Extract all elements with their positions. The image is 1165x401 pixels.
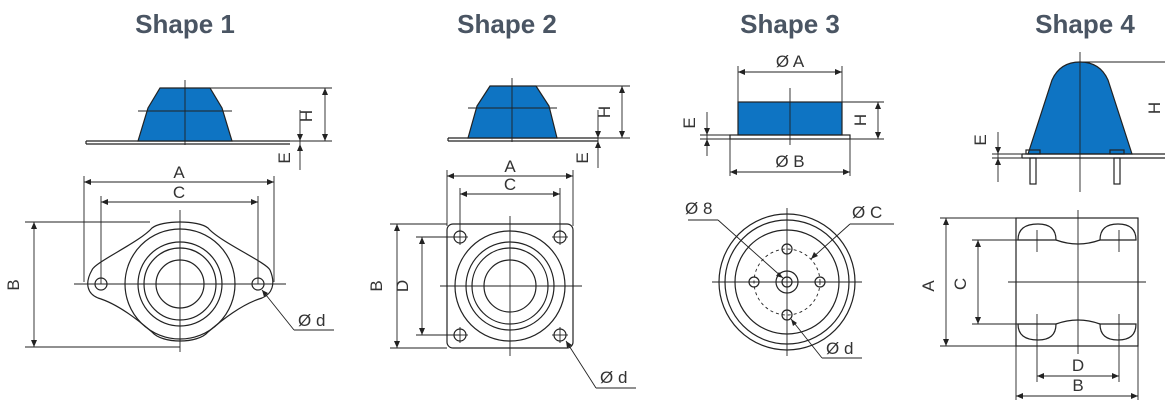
shape-3-dim-d: Ø d: [826, 339, 853, 358]
shape-2-dim-d: Ø d: [600, 368, 627, 387]
shape-1-group: Shape 1 H E A C: [4, 9, 334, 352]
shape-3-top-view: Ø 8 Ø C Ø d: [685, 199, 894, 359]
shape-1-dim-h: H: [297, 110, 316, 122]
shape-2-top-view: A C B: [367, 157, 636, 389]
shape-2-dim-e: E: [573, 152, 592, 163]
shape-1-dim-d: Ø d: [298, 311, 325, 330]
shape-3-title: Shape 3: [740, 9, 840, 39]
shape-4-group: Shape 4 H E: [919, 9, 1165, 400]
shape-1-top-view: A C B Ø d: [4, 163, 334, 352]
shape-2-dim-h: H: [595, 106, 614, 118]
shape-2-group: Shape 2 H E A C: [367, 9, 636, 389]
shape-4-dim-b: B: [1072, 376, 1083, 395]
shape-2-title: Shape 2: [457, 9, 557, 39]
shape-2-side-view: H E: [447, 78, 630, 168]
shape-3-dim-e: E: [680, 117, 699, 128]
shape-4-side-view: H E: [971, 52, 1165, 192]
shape-2-dim-d-big: D: [393, 280, 412, 292]
shape-1-dim-a: A: [173, 163, 185, 182]
shape-4-top-view: A C D B: [919, 210, 1146, 400]
shape-2-mount-body: [467, 85, 558, 139]
shape-3-dim-h: H: [851, 114, 870, 126]
shape-2-dim-b: B: [367, 280, 386, 291]
shape-4-dim-c: C: [951, 278, 970, 290]
shape-1-flange-outline: [87, 221, 274, 342]
shape-4-dim-d: D: [1072, 356, 1084, 375]
shape-3-group: Shape 3 Ø A H E Ø B: [680, 9, 894, 359]
shape-4-title: Shape 4: [1035, 9, 1135, 39]
shape-2-dim-c: C: [504, 175, 516, 194]
shape-4-dim-e: E: [971, 134, 990, 145]
shape-3-dim-8: Ø 8: [685, 199, 712, 218]
shape-3-dim-a: Ø A: [776, 52, 805, 71]
shape-1-dim-c: C: [173, 183, 185, 202]
shape-1-dim-b: B: [4, 279, 23, 290]
shape-4-dim-a: A: [919, 280, 938, 292]
shape-3-side-view: Ø A H E Ø B: [680, 52, 884, 176]
shape-3-dim-c: Ø C: [852, 203, 882, 222]
shape-3-dim-b: Ø B: [775, 152, 804, 171]
shape-4-dim-h: H: [1145, 102, 1164, 114]
shape-1-side-view: H E: [85, 80, 332, 170]
shape-1-title: Shape 1: [135, 9, 235, 39]
shape-1-dim-e: E: [275, 152, 294, 163]
shape-2-dim-a: A: [504, 157, 516, 176]
